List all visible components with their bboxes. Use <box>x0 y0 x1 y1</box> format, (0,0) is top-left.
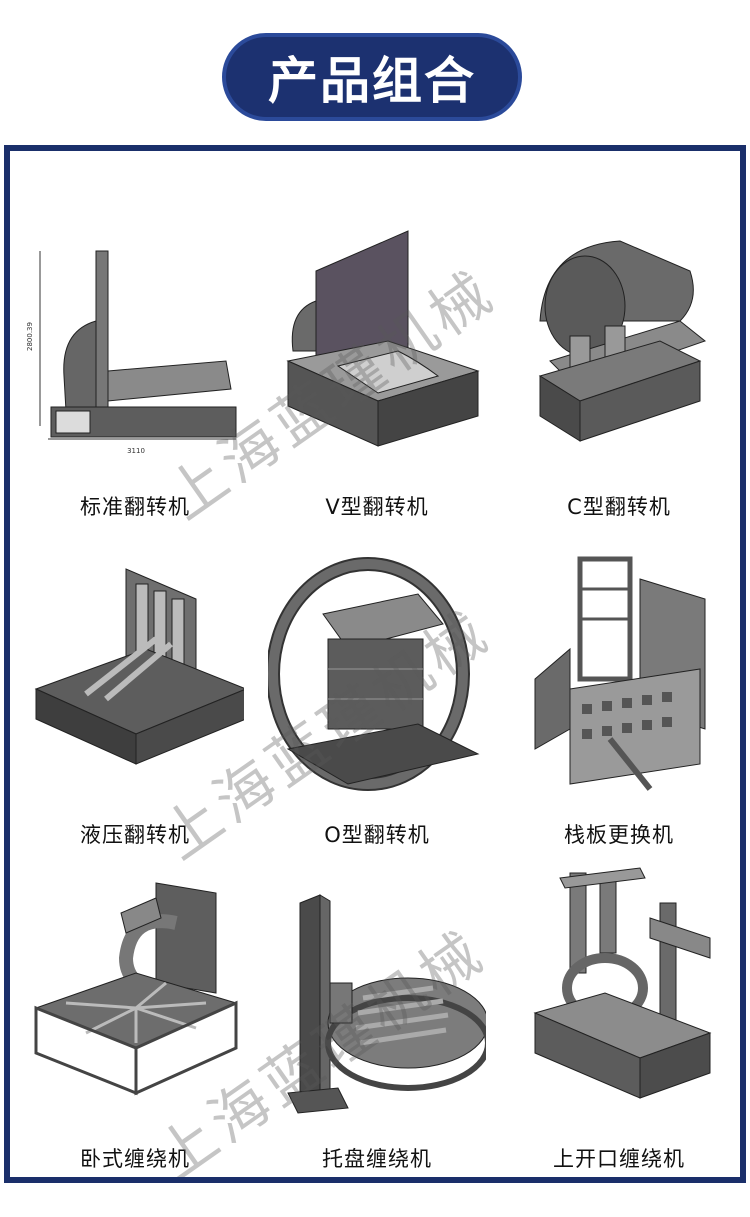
product-card-top-open-wrapper: 上开口缠绕机 <box>502 843 736 1177</box>
product-name: O型翻转机 <box>324 823 430 847</box>
product-card-v-type-flipper: V型翻转机 <box>260 191 494 531</box>
hydraulic-flipper-drawing <box>34 568 244 765</box>
product-name: C型翻转机 <box>567 495 671 519</box>
product-name: 液压翻转机 <box>80 823 190 847</box>
product-card-horizontal-wrapper: 卧式缠绕机 <box>18 843 252 1177</box>
product-card-hydraulic-flipper: 液压翻转机 <box>18 519 252 859</box>
standard-flipper-drawing: 2800.39 3110 <box>26 250 237 455</box>
pallet-wrapper-drawing <box>287 894 486 1114</box>
width-dimension-label: 3110 <box>127 447 145 455</box>
o-type-flipper-drawing <box>268 557 480 791</box>
pallet-changer-drawing <box>534 556 706 791</box>
v-type-flipper-drawing <box>286 230 480 447</box>
product-name: 标准翻转机 <box>80 495 190 519</box>
section-title: 产品组合 <box>222 33 522 121</box>
product-card-standard-flipper: 2800.39 3110 标准翻转机 <box>18 191 252 531</box>
product-card-c-type-flipper: C型翻转机 <box>502 191 736 531</box>
horizontal-wrapper-drawing <box>34 882 238 1096</box>
height-dimension-label: 2800.39 <box>26 322 34 351</box>
product-name: V型翻转机 <box>325 495 429 519</box>
top-open-wrapper-drawing <box>533 867 712 1099</box>
c-type-flipper-drawing <box>538 240 707 442</box>
product-card-pallet-wrapper: 托盘缠绕机 <box>260 843 494 1177</box>
product-card-o-type-flipper: O型翻转机 <box>260 519 494 859</box>
product-name: 托盘缠绕机 <box>322 1147 432 1171</box>
product-name: 栈板更换机 <box>564 823 674 847</box>
product-name: 上开口缠绕机 <box>553 1147 685 1171</box>
product-name: 卧式缠绕机 <box>80 1147 190 1171</box>
product-card-pallet-changer: 栈板更换机 <box>502 519 736 859</box>
product-grid-frame: 2800.39 3110 标准翻转机 V型翻转机 <box>4 145 746 1183</box>
